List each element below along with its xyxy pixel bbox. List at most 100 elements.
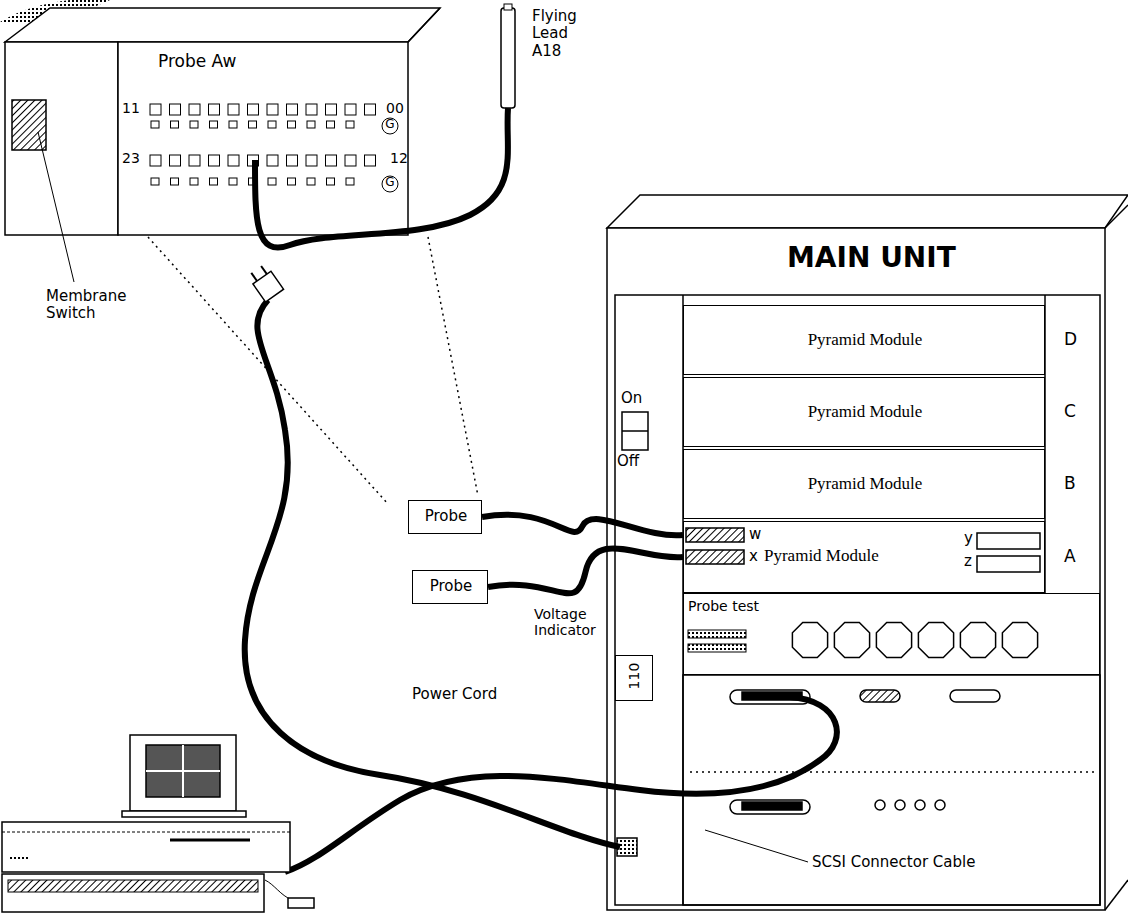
indicator-heading: Voltage Indicator [534, 606, 612, 638]
port-label: x [749, 548, 758, 565]
voltage-value: 110 [626, 658, 642, 694]
probe-test-panel: Probe test [683, 593, 1100, 675]
probe-box: Probe [408, 500, 482, 534]
pin-socket [365, 155, 376, 166]
slot-letter: C [1064, 402, 1076, 422]
pin-socket [210, 121, 218, 128]
pin-number: 23 [122, 150, 140, 166]
pin-socket [189, 104, 200, 115]
module-name: Pyramid Module [808, 474, 923, 494]
pin-socket [190, 121, 198, 128]
probe-title: Probe Aw [158, 52, 236, 72]
pin-socket [210, 178, 218, 185]
pin-socket [326, 104, 337, 115]
pin-socket [190, 178, 198, 185]
socket-symbol [960, 622, 995, 657]
pin-socket [267, 104, 278, 115]
magnify-lines [148, 237, 478, 504]
pin-socket [150, 155, 161, 166]
pin-socket [326, 155, 337, 166]
main-unit-housing [607, 195, 1128, 910]
pin-number: 00 [386, 100, 404, 116]
pin-socket [327, 121, 335, 128]
scsi-cable [285, 697, 837, 872]
pin-number: 11 [122, 100, 140, 116]
pin-socket [365, 104, 376, 115]
pin-socket [150, 104, 161, 115]
pin-number: 12 [390, 150, 408, 166]
ground-pin: G [383, 176, 397, 190]
voltage-indicator: Voltage Indicator110 [615, 655, 653, 701]
pin-socket [307, 178, 315, 185]
pin-socket [288, 121, 296, 128]
pin-socket [306, 104, 317, 115]
pin-socket [189, 155, 200, 166]
pin-socket [151, 178, 159, 185]
probe-box: Probe [412, 570, 488, 604]
module-name: Pyramid Module [808, 330, 923, 350]
pyramid-module: Pyramid Module [683, 449, 1045, 519]
pin-socket [345, 155, 356, 166]
power-cord [245, 263, 620, 847]
port-label: w [749, 526, 761, 543]
part-label: Membrane Switch [46, 288, 120, 323]
socket-symbol [792, 622, 827, 657]
probe-box-drawing [0, 0, 440, 282]
ground-pin: G [383, 118, 397, 132]
pin-socket [228, 104, 239, 115]
pin-socket [171, 121, 179, 128]
main-unit: MAIN UNITPyramid ModulePyramid ModulePyr… [607, 228, 1105, 910]
pin-socket [306, 155, 317, 166]
pin-socket [346, 121, 354, 128]
part-label: Power Cord [412, 686, 497, 703]
pin-socket [229, 178, 237, 185]
slot-letter: B [1064, 474, 1076, 494]
probe-cable [482, 515, 683, 536]
socket-symbol [1002, 622, 1037, 657]
socket-symbol [876, 622, 911, 657]
pin-socket [151, 121, 159, 128]
flying-lead [255, 4, 515, 248]
probe-cable [488, 548, 683, 593]
pin-socket [287, 104, 298, 115]
probe-name: Probe [413, 578, 489, 595]
pyramid-module: Pyramid Module [683, 377, 1045, 447]
pin-socket [307, 121, 315, 128]
pyramid-module: Pyramid Module [683, 521, 1045, 593]
probe-name: Probe [409, 508, 483, 525]
slot-letter: D [1064, 330, 1077, 350]
pin-socket [346, 178, 354, 185]
socket-symbol [918, 622, 953, 657]
module-name: Pyramid Module [764, 546, 879, 566]
pin-socket [248, 104, 259, 115]
part-label: Flying Lead A18 [532, 8, 590, 60]
pin-socket [268, 121, 276, 128]
switch-label: Off [617, 453, 639, 470]
socket-symbol [834, 622, 869, 657]
pin-socket [228, 155, 239, 166]
pyramid-module: Pyramid Module [683, 305, 1045, 375]
port-label: y [964, 530, 973, 547]
pin-socket [345, 104, 356, 115]
pin-socket [327, 178, 335, 185]
pin-socket [249, 121, 257, 128]
pin-socket [268, 178, 276, 185]
pin-socket [170, 104, 181, 115]
pin-socket [287, 155, 298, 166]
probe-aw-face: Probe Aw11002312GG [118, 42, 408, 235]
pin-socket [209, 155, 220, 166]
pin-socket [170, 155, 181, 166]
pin-socket [171, 178, 179, 185]
switch-label: On [621, 390, 642, 407]
module-name: Pyramid Module [808, 402, 923, 422]
pin-socket [288, 178, 296, 185]
port-label: z [964, 553, 972, 570]
slot-letter: A [1064, 547, 1076, 567]
pin-socket [209, 104, 220, 115]
part-label: SCSI Connector Cable [812, 854, 975, 871]
panel-name: Probe test [688, 598, 759, 614]
pin-socket [267, 155, 278, 166]
unit-title: MAIN UNIT [787, 242, 956, 274]
